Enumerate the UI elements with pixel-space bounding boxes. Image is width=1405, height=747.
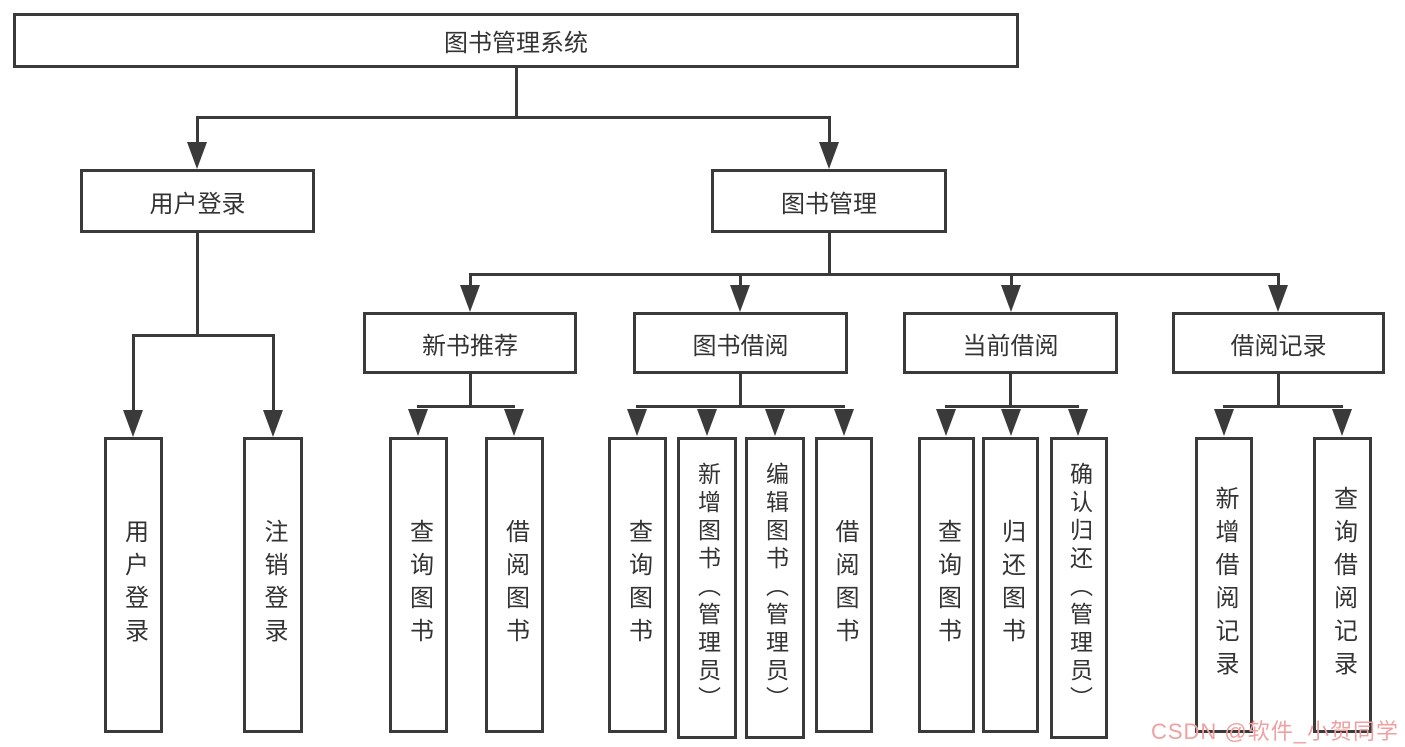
leaf-label: 借阅图书 <box>831 519 858 651</box>
arrowhead-icon <box>1332 409 1352 436</box>
node-label: 用户登录 <box>149 190 246 218</box>
connector-new-book-bus <box>417 405 515 408</box>
connector-drop-current-borrow <box>1010 275 1013 290</box>
connector-root-bus <box>196 116 831 119</box>
leaf-label: 新增图书（管理员） <box>694 462 721 714</box>
leaf-query-books-recommend: 查询图书 <box>389 437 448 733</box>
node-book-borrow: 图书借阅 <box>633 312 848 374</box>
arrowhead-icon <box>263 410 283 437</box>
leaf-confirm-return-admin: 确认归还（管理员） <box>1050 437 1108 739</box>
leaf-borrow-books: 借阅图书 <box>815 437 873 733</box>
arrowhead-icon <box>1001 409 1021 436</box>
connector-root-stem <box>515 66 518 119</box>
arrowhead-icon <box>504 409 524 436</box>
arrowhead-icon <box>460 285 480 312</box>
arrowhead-icon <box>1214 409 1234 436</box>
node-borrow-records: 借阅记录 <box>1172 312 1385 374</box>
csdn-watermark: CSDN @软件_小贺同学 <box>1150 719 1399 744</box>
connector-book-borrow-stem <box>739 374 742 408</box>
node-label: 图书管理 <box>781 190 877 218</box>
connector-drop-leaf-user-login <box>132 336 135 414</box>
leaf-label: 编辑图书（管理员） <box>762 462 789 714</box>
connector-new-book-stem <box>469 374 472 408</box>
leaf-label: 注销登录 <box>260 519 287 651</box>
leaf-query-books-current: 查询图书 <box>918 437 975 733</box>
leaf-label: 查询图书 <box>624 519 652 651</box>
node-label: 图书管理系统 <box>444 30 588 57</box>
leaf-label: 确认归还（管理员） <box>1066 462 1093 714</box>
leaf-label: 查询图书 <box>405 519 433 651</box>
connector-borrow-records-bus <box>1223 405 1343 408</box>
arrowhead-icon <box>834 409 854 436</box>
leaf-label: 用户登录 <box>120 519 148 651</box>
arrowhead-icon <box>1001 285 1021 312</box>
leaf-logout: 注销登录 <box>243 437 303 733</box>
connector-user-login-bus <box>132 334 275 337</box>
leaf-query-books-borrow: 查询图书 <box>608 437 667 733</box>
leaf-return-books: 归还图书 <box>982 437 1039 733</box>
connector-drop-leaf-logout <box>272 336 275 414</box>
connector-drop-new-book <box>469 275 472 290</box>
node-label: 新书推荐 <box>422 332 518 360</box>
arrowhead-icon <box>187 142 207 169</box>
connector-drop-book-borrow <box>739 275 742 290</box>
arrowhead-icon <box>730 285 750 312</box>
leaf-query-borrow-record: 查询借阅记录 <box>1313 437 1372 733</box>
node-new-book-recommend: 新书推荐 <box>363 312 577 374</box>
node-book-management: 图书管理 <box>711 169 947 233</box>
node-label: 图书借阅 <box>692 332 789 360</box>
leaf-add-books-admin: 新增图书（管理员） <box>677 437 737 739</box>
connector-book-management-stem <box>828 233 831 276</box>
arrowhead-icon <box>1268 285 1288 312</box>
leaf-label: 查询借阅记录 <box>1329 486 1357 684</box>
connector-current-borrow-stem <box>1009 374 1012 408</box>
connector-book-management-bus <box>469 273 1280 276</box>
node-label: 借阅记录 <box>1230 332 1327 360</box>
connector-drop-user-login <box>196 118 199 148</box>
connector-current-borrow-bus <box>945 405 1079 408</box>
arrowhead-icon <box>1068 409 1088 436</box>
node-user-login: 用户登录 <box>80 169 315 233</box>
arrowhead-icon <box>697 409 717 436</box>
arrowhead-icon <box>936 409 956 436</box>
leaf-label: 查询图书 <box>933 519 961 651</box>
connector-drop-book-management <box>828 118 831 148</box>
leaf-label: 归还图书 <box>997 519 1025 651</box>
arrowhead-icon <box>819 142 839 169</box>
leaf-label: 新增借阅记录 <box>1211 486 1238 684</box>
arrowhead-icon <box>765 409 785 436</box>
arrowhead-icon <box>627 409 647 436</box>
connector-borrow-records-stem <box>1277 374 1280 408</box>
arrowhead-icon <box>123 410 143 437</box>
connector-book-borrow-bus <box>636 405 845 408</box>
arrowhead-icon <box>408 409 428 436</box>
node-current-borrow: 当前借阅 <box>903 312 1118 374</box>
leaf-add-borrow-record: 新增借阅记录 <box>1195 437 1253 733</box>
connector-drop-borrow-records <box>1277 275 1280 290</box>
connector-user-login-stem <box>196 233 199 337</box>
leaf-edit-books-admin: 编辑图书（管理员） <box>745 437 805 739</box>
node-library-management-system: 图书管理系统 <box>13 13 1019 68</box>
leaf-label: 借阅图书 <box>501 519 529 651</box>
leaf-borrow-books-recommend: 借阅图书 <box>485 437 544 733</box>
leaf-user-login: 用户登录 <box>104 437 163 733</box>
node-label: 当前借阅 <box>962 332 1059 360</box>
